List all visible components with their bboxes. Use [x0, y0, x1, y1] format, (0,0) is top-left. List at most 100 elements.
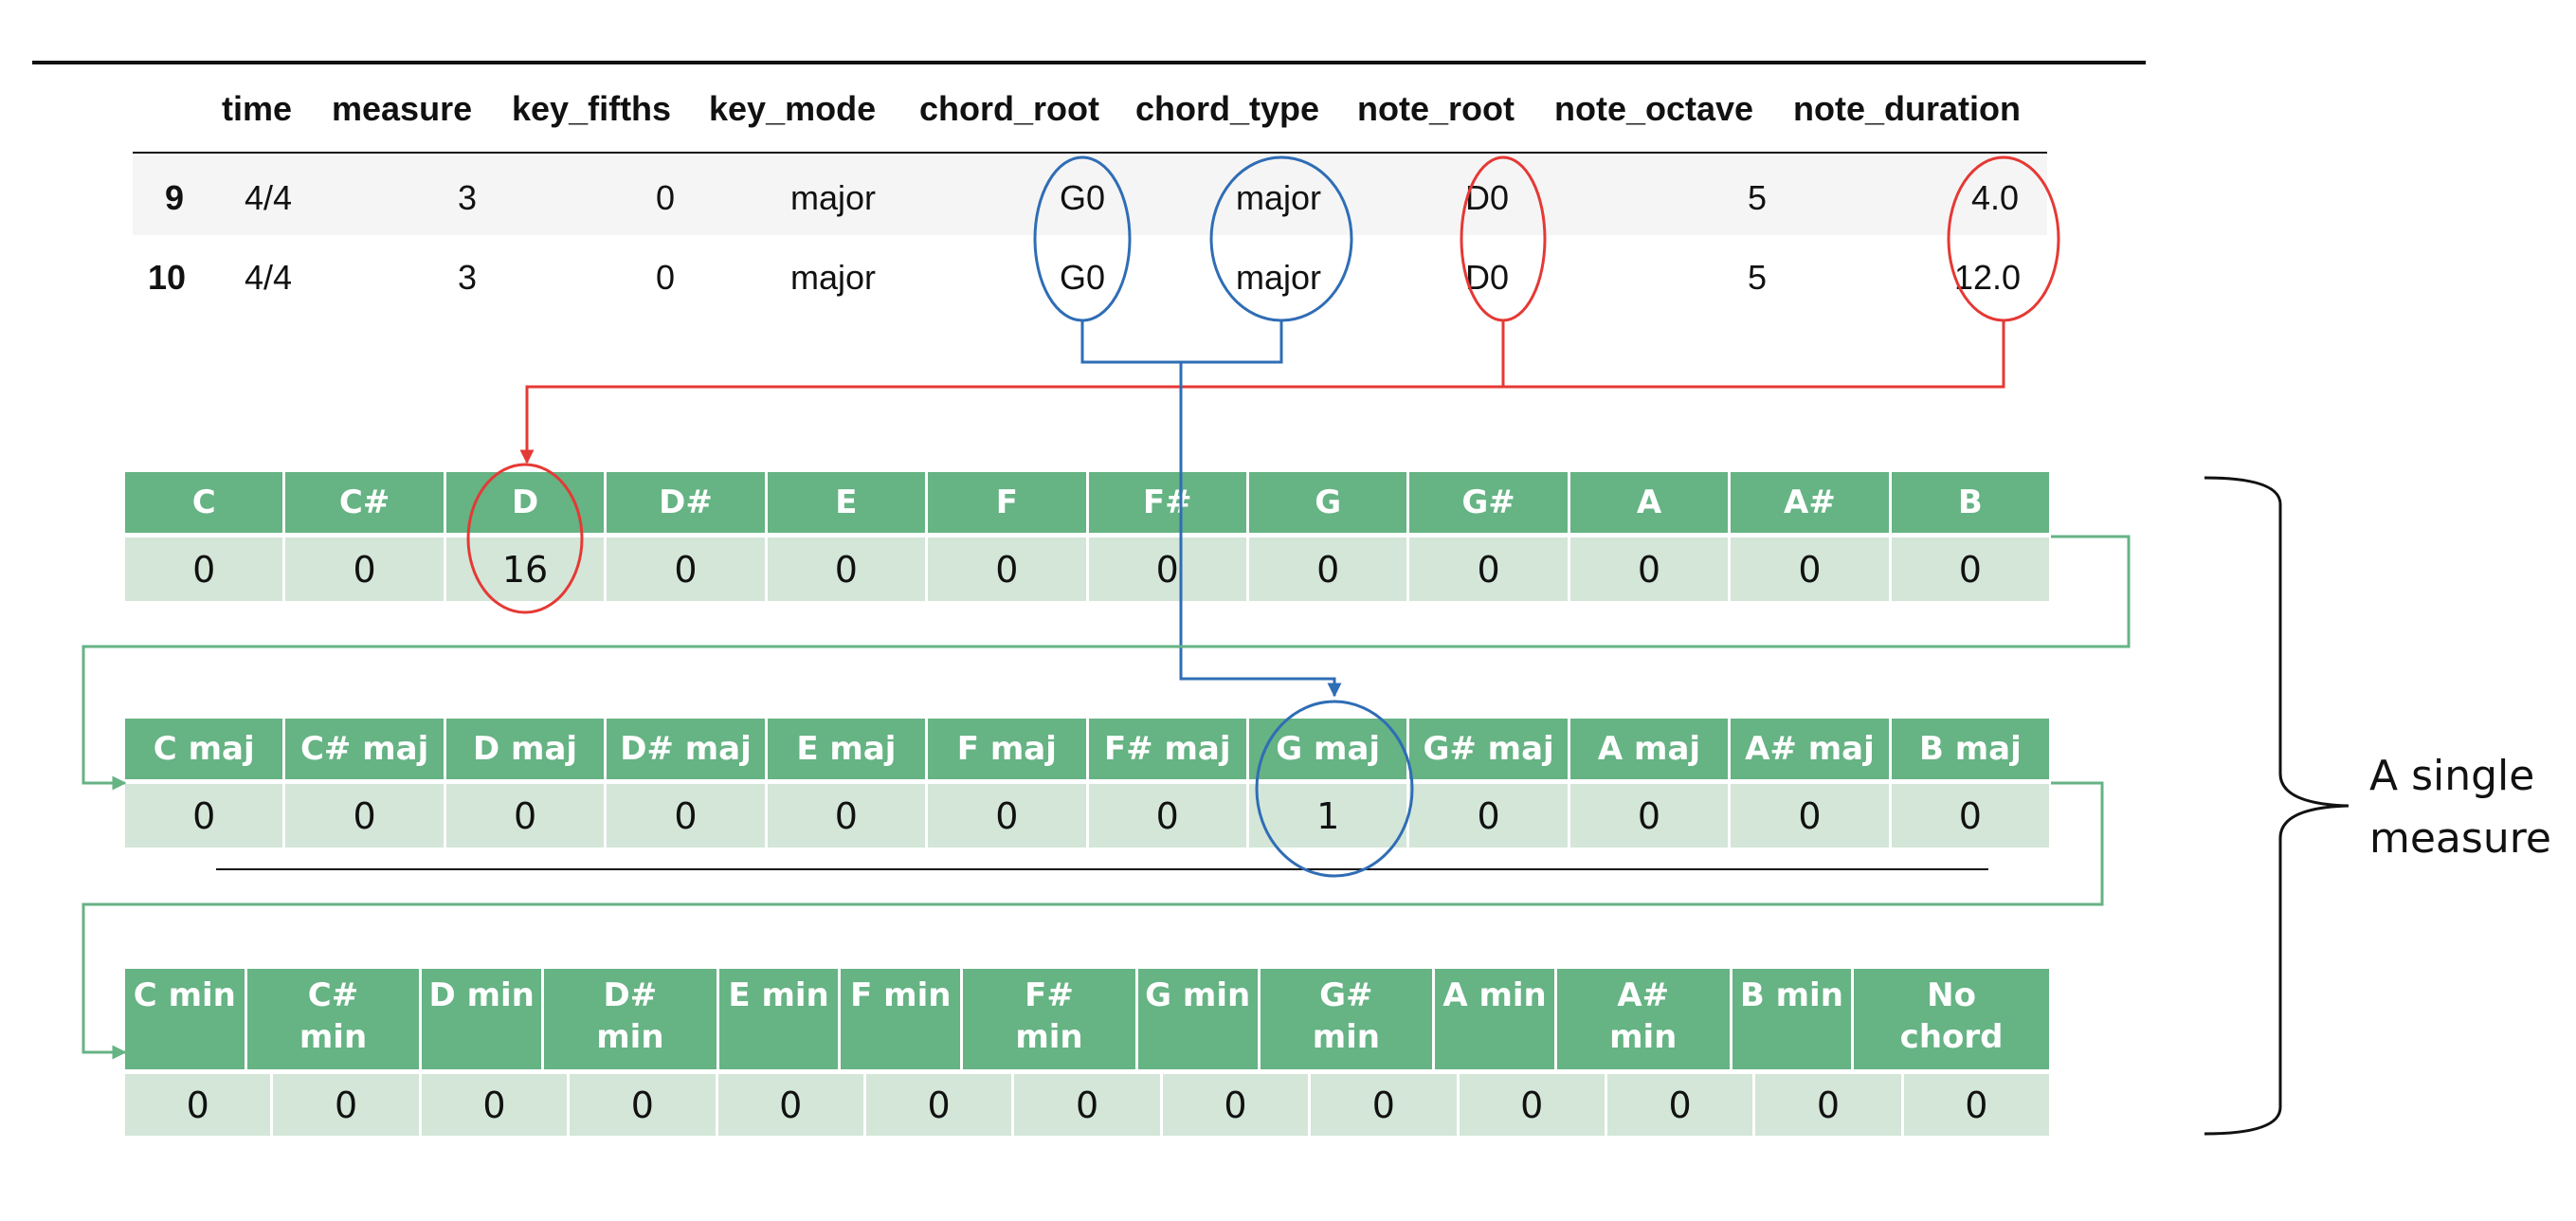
note-value: 0 — [1088, 533, 1249, 601]
minor-chord-header: A# min — [1556, 969, 1732, 1069]
note-header: G# — [1409, 472, 1570, 533]
cell-key-fifths: 0 — [656, 178, 676, 217]
cell-note-root: D0 — [1465, 178, 1510, 217]
minor-chord-header: C# min — [246, 969, 423, 1069]
major-chord-header: G maj — [1248, 719, 1410, 779]
note-header: F — [928, 472, 1089, 533]
no-chord-header: No chord — [1854, 969, 2049, 1069]
major-chord-value: 0 — [607, 779, 768, 847]
column-header-note-root: note_root — [1357, 89, 1515, 128]
note-value: 0 — [1891, 533, 2050, 601]
minor-chord-value: 0 — [125, 1069, 274, 1136]
note-header: F# — [1088, 472, 1249, 533]
brace-label-line-1: A single — [2369, 752, 2535, 800]
minor-chord-value: 0 — [1755, 1069, 1904, 1136]
major-chord-value: 1 — [1248, 779, 1410, 847]
cell-measure: 3 — [458, 258, 478, 297]
no-chord-value: 0 — [1903, 1069, 2050, 1136]
minor-chord-value: 0 — [865, 1069, 1015, 1136]
note-header: D# — [607, 472, 768, 533]
minor-chord-header: F# min — [963, 969, 1138, 1069]
cell-key-mode: major — [790, 178, 877, 217]
cell-measure: 3 — [458, 178, 478, 217]
row-index: 9 — [165, 178, 185, 217]
note-header: E — [767, 472, 929, 533]
cell-note-octave: 5 — [1748, 258, 1768, 297]
major-chord-header: E maj — [767, 719, 929, 779]
note-header: G — [1248, 472, 1410, 533]
major-chord-value: 0 — [1088, 779, 1249, 847]
minor-chord-header: B min — [1732, 969, 1855, 1069]
major-chord-value: 0 — [1891, 779, 2050, 847]
minor-chord-value: 0 — [1162, 1069, 1312, 1136]
major-chord-value: 0 — [285, 779, 446, 847]
column-header-note-duration: note_duration — [1793, 89, 2021, 128]
note-header: B — [1891, 472, 2050, 533]
column-header-key-fifths: key_fifths — [512, 89, 672, 128]
cell-note-duration: 12.0 — [1954, 258, 2022, 297]
brace-label-line-2: measure — [2369, 814, 2551, 863]
note-header: C# — [285, 472, 446, 533]
cell-chord-type: major — [1236, 258, 1322, 297]
note-value: 0 — [1409, 533, 1570, 601]
note-value: 0 — [767, 533, 929, 601]
minor-chord-value: 0 — [1459, 1069, 1607, 1136]
column-header-chord-root: chord_root — [919, 89, 1100, 128]
cell-chord-root: G0 — [1060, 258, 1106, 297]
note-value: 0 — [1731, 533, 1892, 601]
top-rule — [32, 61, 2146, 64]
measure-brace — [2204, 476, 2349, 1136]
note-value: 0 — [928, 533, 1089, 601]
note-pitch-grid: C C# D D# E F F# G G# A A# B 0 0 16 0 0 … — [125, 472, 2050, 601]
grid-separator-rule — [216, 868, 1988, 870]
measure-brace-label: A single measure — [2369, 745, 2551, 870]
column-header-note-octave: note_octave — [1554, 89, 1754, 128]
minor-chord-value: 0 — [570, 1069, 718, 1136]
major-chord-header: C maj — [125, 719, 286, 779]
major-chord-value: 0 — [1731, 779, 1892, 847]
major-chord-header: A maj — [1569, 719, 1732, 779]
major-chord-value: 0 — [445, 779, 608, 847]
major-chord-header: B maj — [1891, 719, 2050, 779]
table-row: 9 4/4 3 0 major G0 major D0 5 4.0 — [133, 155, 2047, 235]
minor-chord-header: E min — [718, 969, 842, 1069]
minor-chord-header: C min — [125, 969, 247, 1069]
column-header-time: time — [222, 89, 293, 128]
minor-chord-value: 0 — [1014, 1069, 1163, 1136]
cell-key-fifths: 0 — [656, 258, 676, 297]
minor-chord-header: D min — [422, 969, 545, 1069]
note-value: 0 — [1569, 533, 1732, 601]
major-chord-header: F# maj — [1088, 719, 1249, 779]
minor-chord-grid: C min C# min D min D# min E min F min F#… — [125, 969, 2050, 1136]
minor-chord-header: G# min — [1260, 969, 1436, 1069]
note-value: 0 — [125, 533, 286, 601]
column-header-key-mode: key_mode — [709, 89, 877, 128]
column-header-measure: measure — [332, 89, 473, 128]
minor-chord-header: A min — [1435, 969, 1557, 1069]
note-value: 0 — [285, 533, 446, 601]
major-chord-header: D# maj — [607, 719, 768, 779]
cell-time: 4/4 — [245, 178, 293, 217]
minor-chord-header: F min — [841, 969, 964, 1069]
minor-chord-value: 0 — [273, 1069, 422, 1136]
row-index: 10 — [148, 258, 187, 297]
note-header: C — [125, 472, 286, 533]
note-value: 16 — [445, 533, 608, 601]
minor-chord-value: 0 — [1311, 1069, 1460, 1136]
minor-chord-value: 0 — [421, 1069, 571, 1136]
major-chord-value: 0 — [1569, 779, 1732, 847]
minor-chord-value: 0 — [717, 1069, 866, 1136]
major-chord-value: 0 — [928, 779, 1089, 847]
note-value: 0 — [1248, 533, 1410, 601]
cell-note-root: D0 — [1465, 258, 1510, 297]
note-connector — [527, 320, 2005, 463]
minor-chord-header: D# min — [544, 969, 719, 1069]
table-row: 10 4/4 3 0 major G0 major D0 5 12.0 — [133, 235, 2047, 315]
header-rule — [133, 152, 2047, 154]
major-chord-header: G# maj — [1409, 719, 1570, 779]
major-chord-header: C# maj — [285, 719, 446, 779]
cell-note-octave: 5 — [1748, 178, 1768, 217]
cell-key-mode: major — [790, 258, 877, 297]
note-header: D — [445, 472, 608, 533]
major-chord-grid: C maj C# maj D maj D# maj E maj F maj F#… — [125, 719, 2050, 847]
